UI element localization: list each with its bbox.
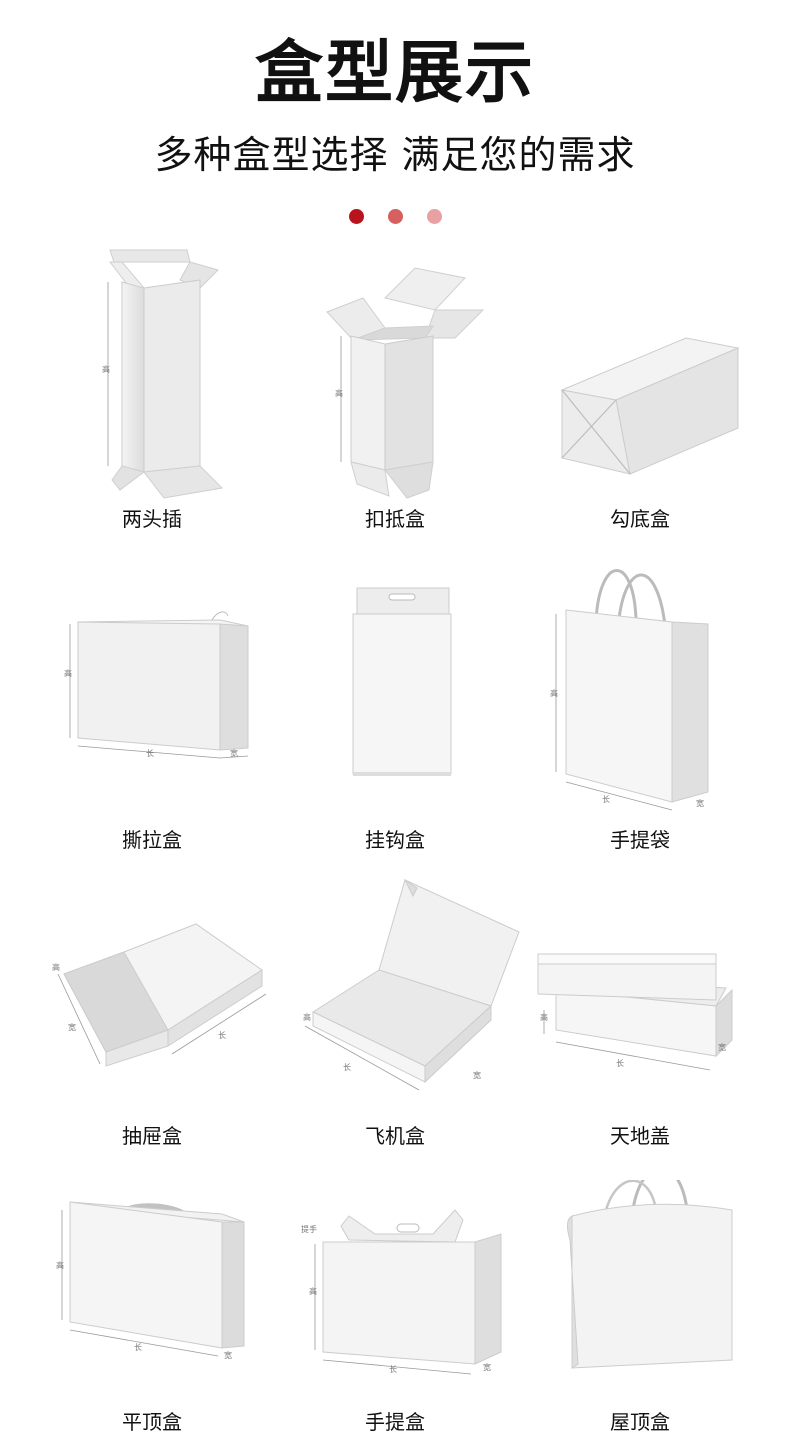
snap-lock-bottom-box-icon: 高 (326, 267, 485, 499)
dimension-label-length: 长 (343, 1062, 351, 1072)
mailer-box-icon: 高 长 宽 (303, 878, 520, 1091)
box-card-drawer[interactable]: 高 宽 长 抽屉盒 (22, 870, 282, 1160)
dimension-label-height: 高 (52, 962, 60, 972)
dimension-label-width: 宽 (224, 1350, 232, 1360)
handbag-icon: 高 长 宽 (550, 569, 709, 811)
dimension-label-height: 高 (64, 668, 72, 678)
drawer-box-icon: 高 宽 长 (52, 923, 267, 1067)
dimension-label-length: 长 (218, 1030, 226, 1040)
dimension-label-width: 宽 (718, 1042, 726, 1052)
box-label: 抽屉盒 (122, 1124, 182, 1148)
box-label: 两头插 (122, 507, 182, 531)
dimension-label-height: 高 (540, 1012, 548, 1022)
box-label: 勾底盒 (610, 507, 670, 531)
page-subtitle: 多种盒型选择 满足您的需求 (154, 133, 636, 177)
hook-bottom-box-icon (560, 337, 740, 475)
dimension-label-width: 宽 (483, 1362, 491, 1372)
box-card-hook-bottom[interactable]: 勾底盒 (510, 240, 770, 540)
dimension-label-height: 高 (550, 688, 558, 698)
accent-dots (0, 209, 790, 224)
box-label: 平顶盒 (122, 1410, 182, 1434)
gable-top-box-icon (566, 1180, 733, 1369)
box-label: 飞机盒 (365, 1124, 425, 1148)
dimension-label-width: 宽 (696, 798, 704, 808)
dimension-label-length: 长 (389, 1364, 397, 1374)
dimension-label-width: 宽 (68, 1022, 76, 1032)
box-card-lid-and-base[interactable]: 高 长 宽 天地盖 (510, 870, 770, 1160)
accent-dot (387, 209, 403, 224)
box-label: 天地盖 (610, 1124, 670, 1148)
flat-top-box-icon: 高 长 宽 (56, 1201, 245, 1360)
dimension-label-length: 长 (134, 1342, 142, 1352)
dimension-label-length: 长 (616, 1058, 624, 1068)
box-label: 撕拉盒 (122, 828, 182, 852)
dimension-label-height: 高 (56, 1260, 64, 1270)
box-card-mailer[interactable]: 高 长 宽 飞机盒 (265, 870, 525, 1160)
dimension-label-height: 高 (303, 1012, 311, 1022)
page-title: 盒型展示 (254, 34, 535, 113)
box-card-tear-strip[interactable]: 高 长 宽 撕拉盒 (22, 560, 282, 860)
dimension-label-length: 长 (602, 794, 610, 804)
dimension-label-width: 宽 (473, 1070, 481, 1080)
dimension-label-length: 长 (146, 748, 154, 758)
box-label: 手提盒 (365, 1410, 425, 1434)
box-card-hanging[interactable]: 挂钩盒 (265, 560, 525, 860)
accent-dot (348, 209, 364, 224)
box-label: 手提袋 (610, 828, 670, 852)
accent-dot (426, 209, 442, 224)
hanging-box-icon (352, 587, 452, 776)
lid-and-base-box-icon: 高 长 宽 (537, 953, 733, 1071)
box-card-handbag[interactable]: 高 长 宽 手提袋 (510, 560, 770, 860)
tear-strip-box-icon: 高 长 宽 (64, 611, 249, 759)
box-card-tuck-end[interactable]: 高 两头插 (22, 240, 282, 540)
box-card-gable-top[interactable]: 屋顶盒 (510, 1180, 770, 1434)
tuck-end-box-icon: 高 (102, 249, 224, 499)
dimension-label-width: 宽 (230, 748, 238, 758)
box-label: 屋顶盒 (610, 1410, 670, 1434)
box-card-handle-box[interactable]: 提手 高 长 宽 手提盒 (265, 1180, 525, 1434)
dimension-label-height: 高 (102, 364, 110, 374)
dimension-label-height: 高 (309, 1286, 317, 1296)
box-label: 扣抵盒 (365, 507, 425, 531)
box-label: 挂钩盒 (365, 828, 425, 852)
handle-box-icon: 提手 高 长 宽 (301, 1209, 502, 1375)
dimension-label-handle: 提手 (301, 1224, 317, 1234)
dimension-label-height: 高 (335, 388, 343, 398)
box-card-flat-top[interactable]: 高 长 宽 平顶盒 (22, 1180, 282, 1434)
box-card-snap-lock-bottom[interactable]: 高 扣抵盒 (265, 240, 525, 540)
